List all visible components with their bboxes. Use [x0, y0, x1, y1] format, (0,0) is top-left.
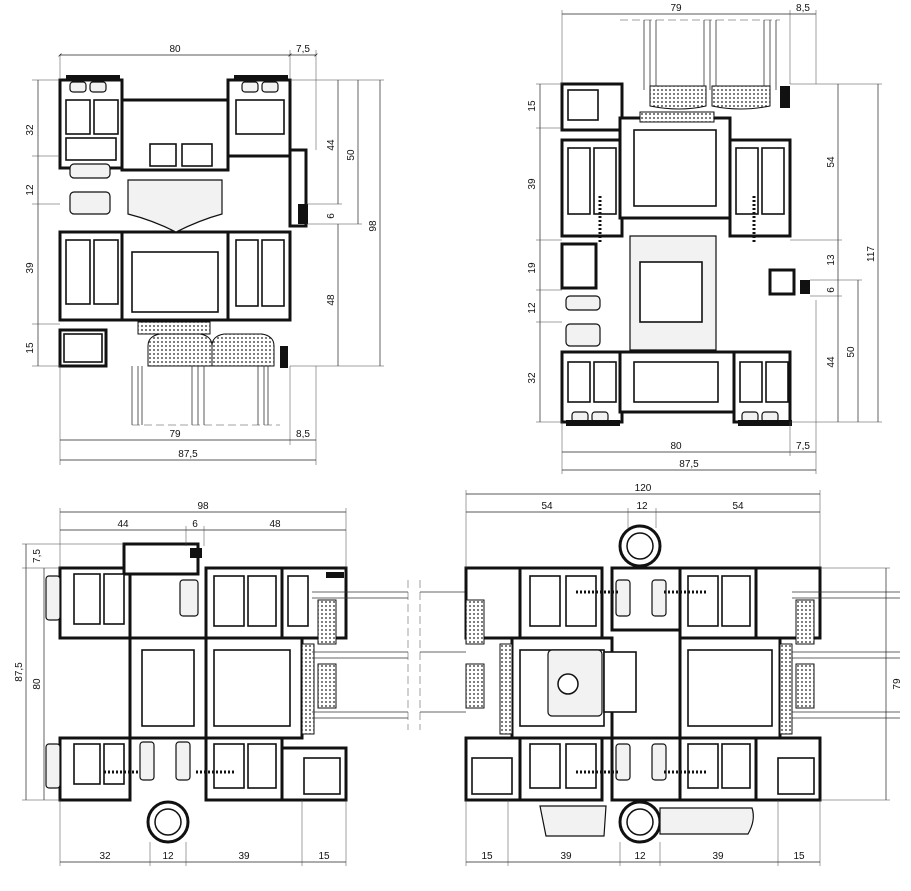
dim-label: 7,5: [32, 549, 43, 563]
dim-label: 12: [636, 501, 648, 512]
dim-label: 39: [527, 178, 538, 190]
dim-label: 13: [826, 254, 837, 266]
dim-label: 7,5: [296, 44, 310, 55]
dim-label: 80: [670, 441, 682, 452]
dim-label: 87,5: [178, 449, 198, 460]
dim-label: 80: [32, 678, 43, 690]
dim-label: 120: [635, 483, 652, 494]
dim-label: 32: [527, 372, 538, 384]
dim-label: 7,5: [796, 441, 810, 452]
dim-label: 15: [527, 100, 538, 112]
dim-label: 8,5: [796, 3, 810, 14]
dim-label: 79: [670, 3, 682, 14]
dim-label: 12: [527, 302, 538, 314]
dim-label: 15: [481, 851, 493, 862]
dim-label: 44: [826, 356, 837, 368]
dim-label: 6: [326, 213, 337, 219]
dim-label: 79: [892, 678, 903, 690]
dim-label: 12: [634, 851, 646, 862]
dim-label: 39: [25, 262, 36, 274]
dim-label: 50: [346, 149, 357, 161]
dim-label: 15: [318, 851, 330, 862]
dim-label: 80: [169, 44, 181, 55]
dim-label: 39: [712, 851, 724, 862]
dim-label: 44: [117, 519, 129, 530]
dim-label: 19: [527, 262, 538, 274]
dim-label: 6: [826, 287, 837, 293]
profile-section-top-left: 80 7,5 32 12 39 15 44 50 6 98 48 79 8,5 …: [25, 44, 384, 465]
dim-label: 79: [169, 429, 181, 440]
dim-label: 48: [326, 294, 337, 306]
profile-section-top-right: 79 8,5 15 39 19 12 32 54 13 6 50 44 117 …: [527, 3, 882, 474]
dim-label: 54: [826, 156, 837, 168]
dim-label: 39: [560, 851, 572, 862]
dim-label: 117: [866, 246, 877, 262]
dim-label: 32: [25, 124, 36, 136]
dim-label: 44: [326, 139, 337, 151]
dim-label: 98: [368, 220, 379, 232]
dim-label: 87,5: [14, 662, 25, 682]
dim-label: 98: [197, 501, 209, 512]
dim-label: 50: [846, 346, 857, 358]
dim-label: 39: [238, 851, 250, 862]
dim-label: 48: [269, 519, 281, 530]
profile-section-bottom-left: 98 44 6 48 7,5 87,5 80 32 12 39 15: [14, 501, 409, 866]
dim-label: 15: [793, 851, 805, 862]
dim-label: 12: [162, 851, 174, 862]
dim-label: 32: [99, 851, 111, 862]
dim-label: 54: [541, 501, 553, 512]
dim-label: 6: [192, 519, 198, 530]
dim-label: 8,5: [296, 429, 310, 440]
dim-label: 15: [25, 342, 36, 354]
profile-section-bottom-right: 120 54 12 54 79 15 39 12 39 15: [419, 483, 903, 866]
dim-label: 54: [732, 501, 744, 512]
dim-label: 12: [25, 184, 36, 196]
dim-label: 87,5: [679, 459, 699, 470]
